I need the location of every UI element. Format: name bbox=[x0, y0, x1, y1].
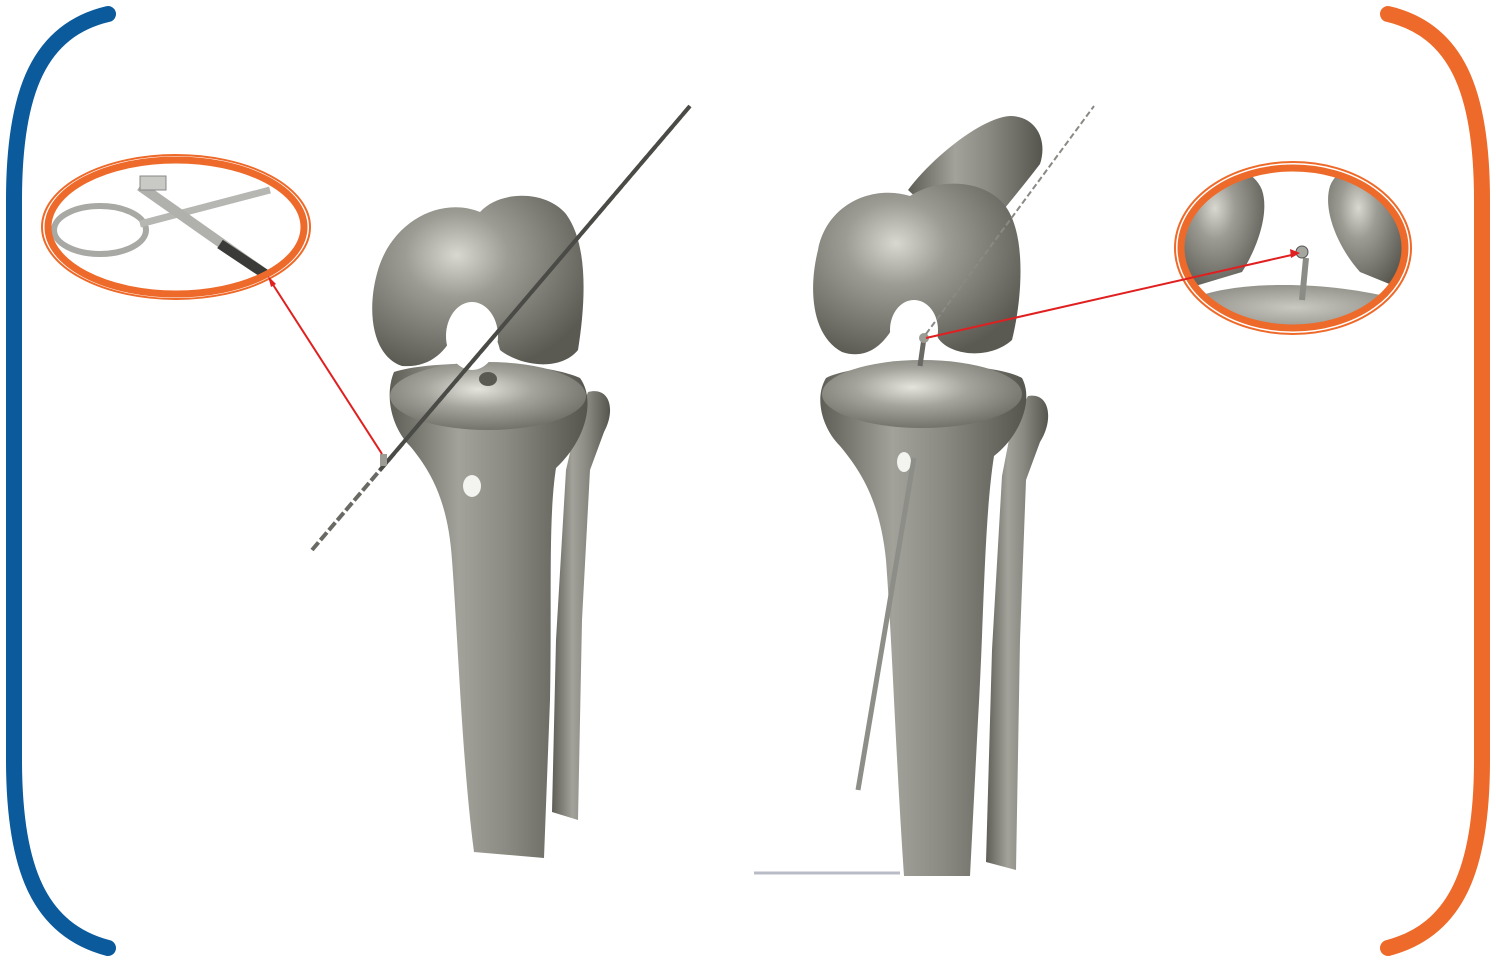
right-intercondylar-notch bbox=[890, 300, 938, 360]
right-tibia-tunnel bbox=[897, 452, 911, 472]
left-panel bbox=[40, 106, 690, 858]
right-tibial-plateau bbox=[822, 360, 1022, 428]
left-zoom-callout bbox=[40, 150, 320, 310]
left-wire-clip bbox=[380, 454, 387, 466]
left-tibia-tunnel bbox=[463, 475, 481, 497]
left-frame-bracket bbox=[14, 14, 108, 948]
right-panel bbox=[754, 106, 1411, 876]
right-zoom-callout bbox=[1175, 162, 1411, 335]
right-frame-bracket bbox=[1388, 14, 1482, 948]
right-fibula bbox=[986, 396, 1048, 870]
left-pointer-arrow bbox=[270, 280, 382, 454]
pin-tip-icon bbox=[1296, 246, 1308, 258]
left-plateau-hole bbox=[479, 372, 497, 386]
